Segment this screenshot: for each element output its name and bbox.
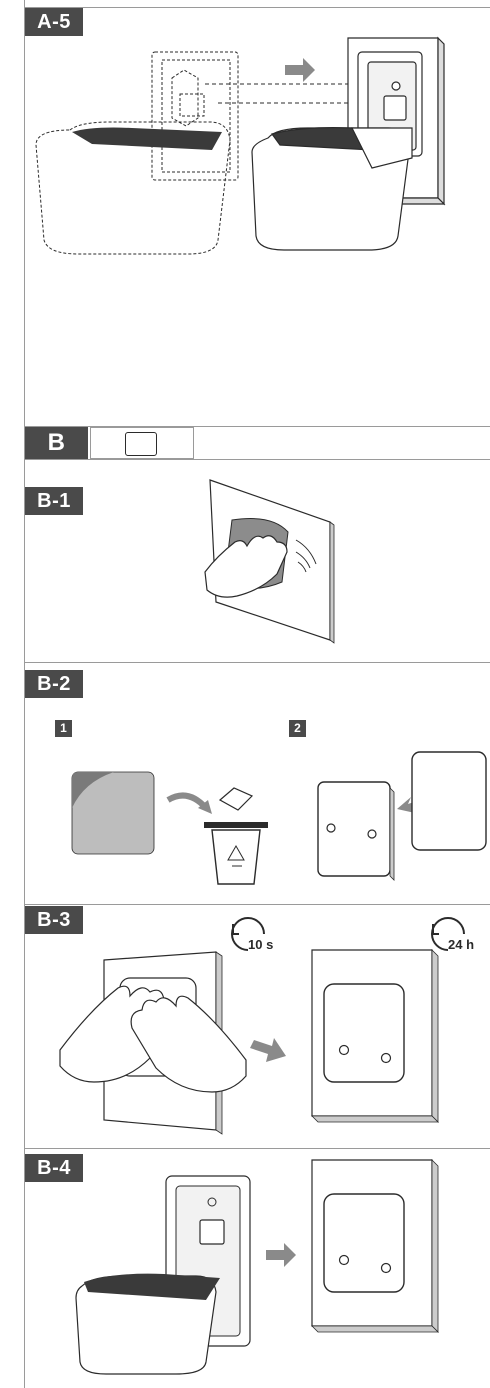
illustration-b4-attach-device (0, 0, 490, 1388)
